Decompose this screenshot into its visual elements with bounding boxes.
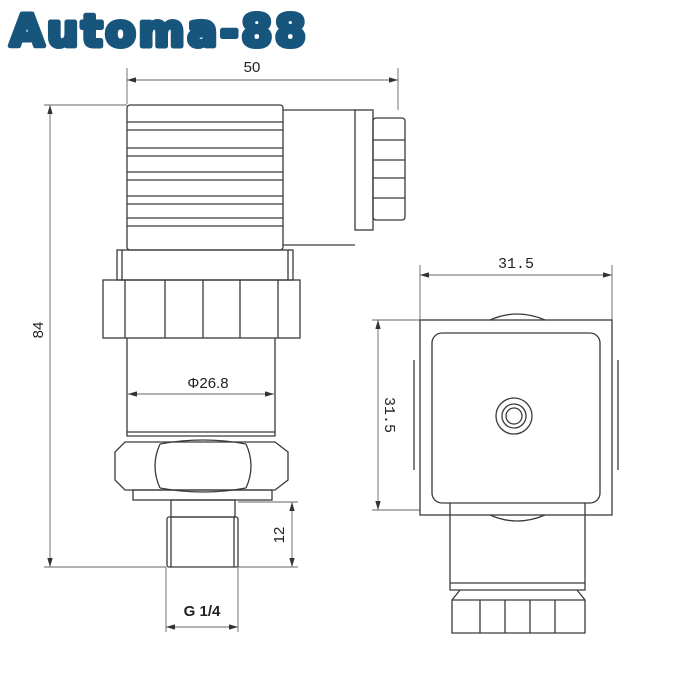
- height-label: 84: [30, 322, 47, 339]
- connector-front-view: 31.5 31.5: [372, 256, 619, 634]
- width-label: 50: [244, 59, 261, 76]
- dimension-thread-length: 12: [238, 501, 298, 568]
- thread-length-label: 12: [271, 527, 288, 544]
- brand-logo: Automa-88: [10, 6, 309, 57]
- connector-head: [126, 104, 406, 251]
- sensor-body: Φ26.8: [126, 338, 276, 437]
- dimension-thread-size: G 1/4: [165, 567, 239, 632]
- hex-nut: [114, 439, 289, 501]
- thread-fitting: [166, 499, 239, 568]
- connector-width-label: 31.5: [498, 256, 534, 273]
- diameter-label: Φ26.8: [187, 375, 228, 392]
- dimension-width-50: 50: [126, 59, 399, 110]
- dimension-height-84: 84: [30, 104, 166, 568]
- knurled-nut: [102, 249, 301, 339]
- connector-height-label: 31.5: [380, 397, 397, 433]
- thread-size-label: G 1/4: [184, 603, 221, 620]
